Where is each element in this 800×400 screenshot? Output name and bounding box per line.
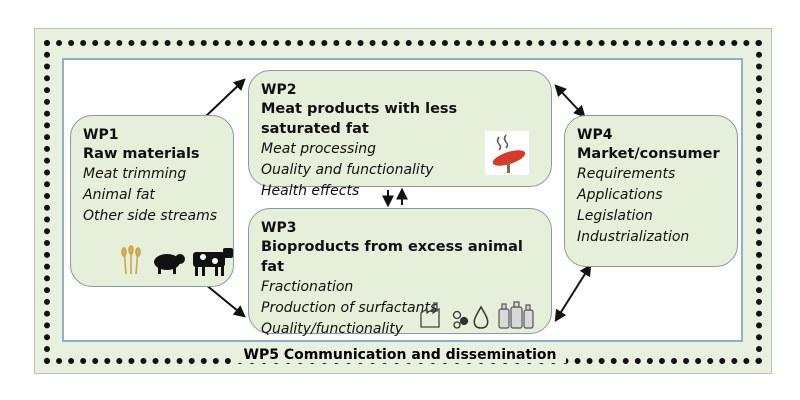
arrow-wp3-wp4 [554, 263, 592, 323]
bottles-icon [498, 301, 534, 329]
wp2-id: WP2 [261, 82, 297, 98]
wp1-box: WP1 Raw materials Meat trimming Animal f… [70, 115, 234, 287]
molecule-icon [452, 310, 469, 329]
wp1-item: Other side streams [83, 208, 217, 224]
wp1-id: WP1 [83, 127, 119, 143]
wp3-item: Fractionation [261, 279, 354, 295]
wp4-title: Market/consumer [577, 146, 720, 162]
wp3-title: Bioproducts from excess animal fat [261, 239, 523, 275]
wp2-item: Ouality and functionality [261, 162, 434, 178]
wp1-title: Raw materials [83, 146, 200, 162]
bioproduct-icons [420, 301, 534, 329]
wp2-item: Meat processing [261, 141, 376, 157]
factory-icon [420, 302, 440, 328]
wp4-id: WP4 [577, 127, 613, 143]
pig-icon [154, 254, 185, 274]
wp2-box: WP2 Meat products with less saturated fa… [248, 70, 552, 199]
wp1-item: Animal fat [83, 187, 155, 203]
cow-icon [193, 248, 233, 276]
wp4-item: Legislation [577, 208, 653, 224]
wp4-item: Requirements [577, 166, 676, 182]
wp4-item: Applications [577, 187, 663, 203]
wp5-footer: WP5 Communication and dissemination [0, 347, 800, 363]
wp3-item: Quality/functionality [261, 321, 404, 337]
wp2-title: Meat products with less saturated fat [261, 101, 458, 137]
arrow-wp1-to-wp3 [204, 283, 246, 318]
wp1-item: Meat trimming [83, 166, 187, 182]
wp3-id: WP3 [261, 220, 297, 236]
wheat-icon [121, 245, 141, 275]
wp3-item: Production of surfactants [261, 300, 438, 316]
wp4-box: WP4 Market/consumer Requirements Applica… [564, 115, 738, 267]
arrow-wp2-wp4 [554, 84, 586, 118]
livestock-icons [121, 245, 233, 276]
wp2-item: Health effects [261, 183, 360, 199]
arrow-wp1-to-wp2 [204, 78, 246, 118]
sausage-icon [485, 131, 529, 175]
droplet-icon [473, 305, 489, 329]
wp5-label: WP5 Communication and dissemination [233, 347, 567, 363]
wp3-box: WP3 Bioproducts from excess animal fat F… [248, 208, 552, 337]
wp4-item: Industrialization [577, 229, 690, 245]
